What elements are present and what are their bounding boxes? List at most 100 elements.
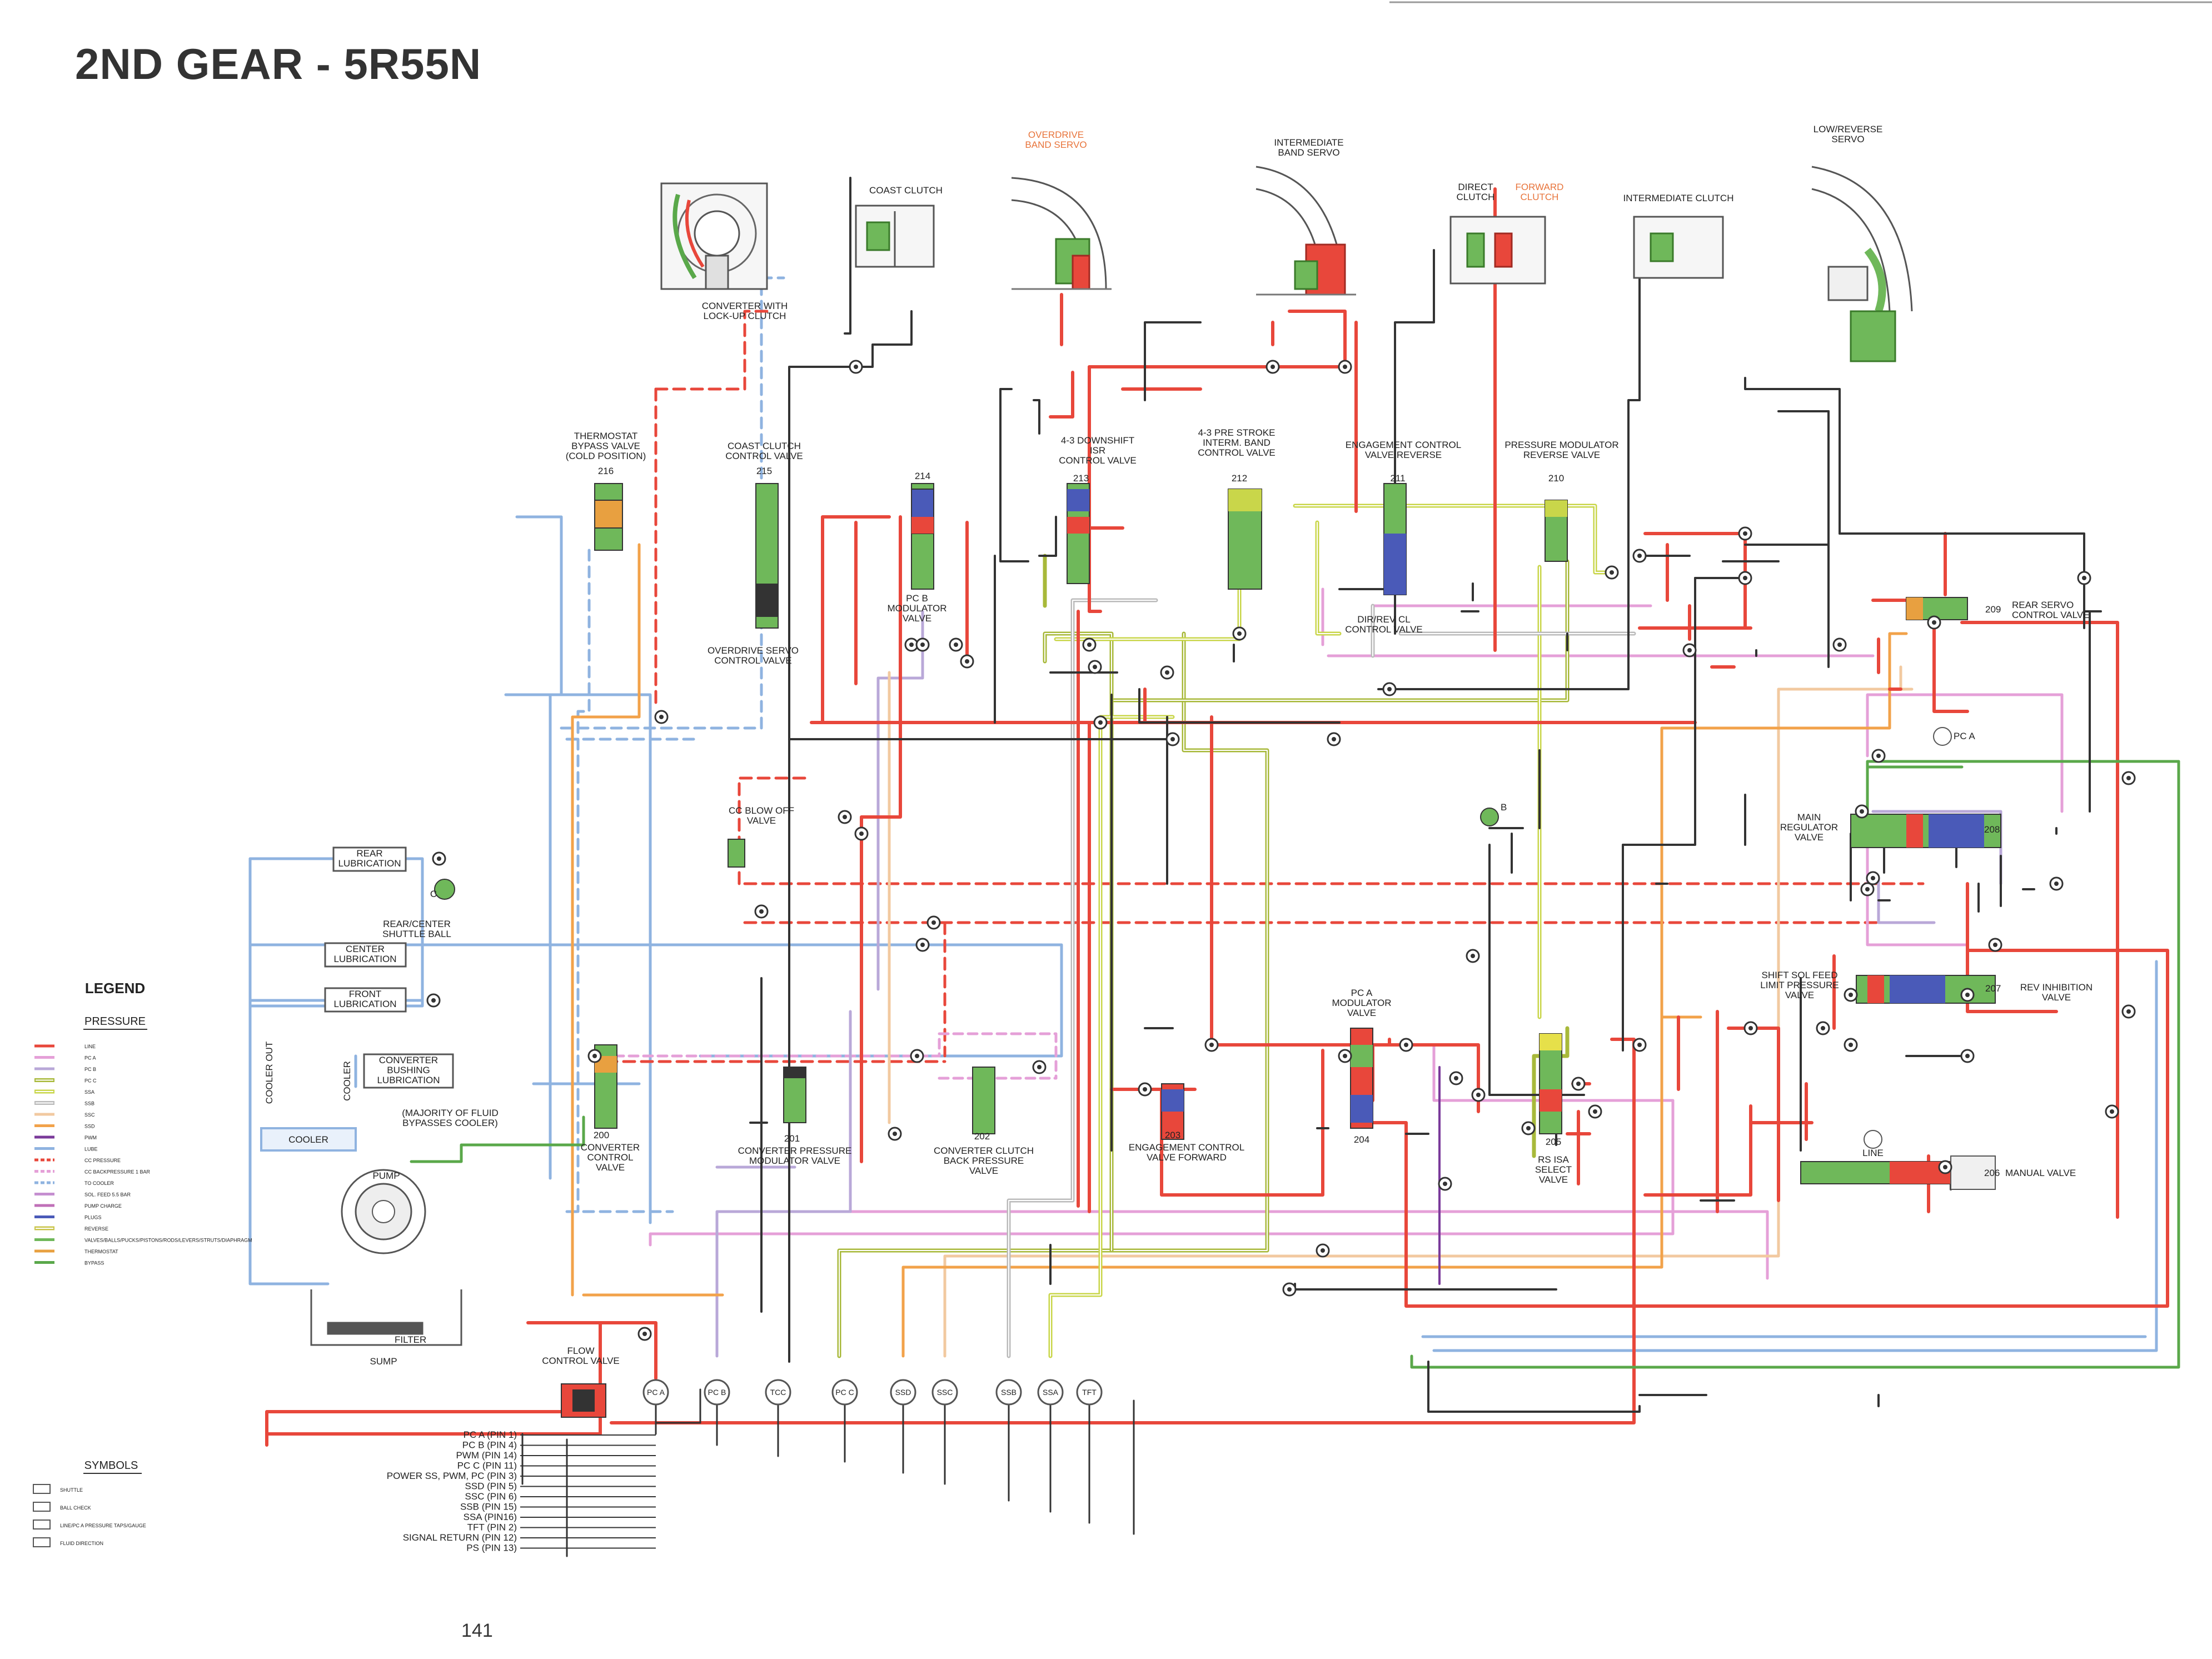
ssc-circuit bbox=[888, 665, 1914, 1358]
solenoid-ssd: SSD bbox=[890, 1379, 916, 1406]
sump bbox=[310, 1289, 462, 1346]
legend-item: SSC bbox=[34, 1112, 95, 1118]
pcb-mod-label-1: PC B bbox=[906, 593, 928, 604]
od-servo-label-1: OVERDRIVE bbox=[1028, 129, 1084, 140]
cooler-box bbox=[260, 1127, 357, 1152]
clutch-and-servo-assemblies bbox=[660, 166, 1913, 362]
junction-dot-center bbox=[854, 365, 858, 369]
tap-b-ball bbox=[1480, 808, 1499, 826]
prestroke-valve-body bbox=[1228, 489, 1262, 590]
junction-dot-center bbox=[1837, 642, 1842, 647]
page-number: 141 bbox=[461, 1620, 493, 1641]
legend-label: PLUGS bbox=[84, 1215, 102, 1220]
symbol-item: LINE/PC A PRESSURE TAPS/GAUGE bbox=[33, 1519, 146, 1530]
junction-dot-center bbox=[1343, 365, 1347, 369]
pc-a-modulator-valve-body bbox=[1350, 1028, 1373, 1129]
rear-center-shuttle-ball bbox=[434, 879, 455, 900]
converter-label-line2: LOCK-UP CLUTCH bbox=[704, 311, 786, 321]
front-lubrication-box bbox=[324, 987, 407, 1013]
junction-dot-center bbox=[1237, 631, 1242, 636]
cc-ctrl-label-2: CONTROL bbox=[587, 1152, 633, 1163]
junction-dot-center bbox=[843, 815, 847, 819]
bushing-lube-1: CONVERTER bbox=[379, 1055, 438, 1065]
prestroke-label-2: INTERM. BAND bbox=[1203, 437, 1271, 448]
junction-dot-center bbox=[1209, 1043, 1214, 1047]
intermediate-band-servo-assembly bbox=[1256, 166, 1356, 296]
solenoid-label: PC B bbox=[708, 1388, 726, 1397]
legend-item: SOL. FEED 5.5 BAR bbox=[34, 1192, 131, 1198]
legend-label: BYPASS bbox=[84, 1261, 104, 1266]
rear-lube-1: REAR bbox=[356, 848, 382, 859]
converter-pressure-mod-valve-body bbox=[783, 1067, 806, 1123]
solenoid-circle bbox=[765, 1379, 791, 1406]
legend-label: CC BACKPRESSURE 1 BAR bbox=[84, 1169, 151, 1175]
junction-dot-center bbox=[2054, 881, 2059, 886]
front-lube-2: LUBRICATION bbox=[333, 999, 396, 1009]
junction-dot-center bbox=[1526, 1126, 1531, 1130]
cc-ctrl-label-1: CONVERTER bbox=[581, 1142, 640, 1153]
solenoid-label: SSC bbox=[937, 1388, 953, 1397]
solenoid-pc-c: PC C bbox=[831, 1379, 858, 1406]
symbols-title: SYMBOLS bbox=[84, 1459, 138, 1472]
shuttle-label-1: REAR/CENTER bbox=[383, 919, 451, 929]
downshift-isr-valve-body bbox=[1067, 483, 1090, 584]
legend-label: LUBE bbox=[84, 1147, 98, 1152]
cc-back-num: 202 bbox=[974, 1131, 990, 1142]
thermostat-label-2: BYPASS VALVE bbox=[571, 441, 640, 451]
ssd-circuit bbox=[571, 543, 1908, 1358]
legend-item: VALVES/BALLS/PUCKS/PISTONS/RODS/LEVERS/S… bbox=[34, 1238, 252, 1243]
pca-mod-label-1: PC A bbox=[1351, 988, 1373, 998]
junction-dot-center bbox=[1687, 648, 1692, 652]
isr-label-1: 4-3 DOWNSHIFT bbox=[1061, 435, 1134, 446]
rear-servo-label-2: CONTROL VALVE bbox=[2012, 610, 2090, 620]
isr-label-2: ISR bbox=[1090, 445, 1105, 456]
junction-dot-center bbox=[1637, 1043, 1642, 1047]
low-rev-servo-label-2: SERVO bbox=[1831, 134, 1864, 145]
legend-title: LEGEND bbox=[85, 980, 145, 997]
symbol-label: BALL CHECK bbox=[60, 1505, 91, 1511]
junction-dot-center bbox=[1932, 620, 1936, 625]
torque-converter bbox=[660, 182, 768, 290]
flow-ctrl-label-2: CONTROL VALVE bbox=[542, 1356, 620, 1366]
junction-dot-center bbox=[920, 642, 925, 647]
forward-clutch-label-2: CLUTCH bbox=[1521, 192, 1559, 202]
manual-valve-body bbox=[1800, 1155, 1996, 1190]
cc-ctrl-num: 200 bbox=[594, 1130, 609, 1140]
legend-label: PC C bbox=[84, 1078, 97, 1084]
cp-mod-label-1: CONVERTER PRESSURE bbox=[738, 1145, 852, 1156]
symbol-item: BALL CHECK bbox=[33, 1502, 91, 1512]
bypass-label-2: BYPASSES COOLER) bbox=[402, 1118, 498, 1128]
thermostat-num: 216 bbox=[598, 466, 614, 476]
junction-dot-center bbox=[1454, 1076, 1458, 1080]
forward-clutch-label-1: FORWARD bbox=[1516, 182, 1564, 192]
rev-inh-label-2: VALVE bbox=[2042, 992, 2071, 1003]
pin-label: SSD (PIN 5) bbox=[465, 1481, 517, 1492]
junction-dot-center bbox=[1471, 954, 1475, 958]
shift-sol-num: 207 bbox=[1985, 983, 2001, 994]
converter-label-line1: CONVERTER WITH bbox=[702, 301, 788, 311]
junction-dot-center bbox=[2126, 1009, 2131, 1014]
legend-item: CC PRESSURE bbox=[34, 1158, 121, 1163]
converter-bushing-box bbox=[363, 1053, 454, 1089]
junction-dot-center bbox=[437, 856, 441, 861]
prestroke-num: 212 bbox=[1232, 473, 1247, 484]
junction-dot-center bbox=[1165, 670, 1169, 675]
cc-pressure-circuit bbox=[604, 310, 1925, 1063]
solenoid-pc-b: PC B bbox=[704, 1379, 730, 1406]
legend-label: SSD bbox=[84, 1124, 95, 1129]
connector-pins: PC A (PIN 1)PC B (PIN 4)PWM (PIN 14)PC C… bbox=[387, 1429, 656, 1553]
junction-dot-center bbox=[1821, 1026, 1825, 1030]
cc-back-label-2: BACK PRESSURE bbox=[944, 1155, 1024, 1166]
junction-dot-center bbox=[1287, 1287, 1292, 1292]
intermediate-clutch-label: INTERMEDIATE CLUTCH bbox=[1623, 193, 1734, 203]
junction-dot-center bbox=[2110, 1109, 2114, 1114]
pin-label: PC B (PIN 4) bbox=[462, 1440, 517, 1451]
junction-dot-center bbox=[1965, 1054, 1970, 1058]
eng-fwd-label-2: VALVE FORWARD bbox=[1147, 1152, 1227, 1163]
solenoid-ssc: SSC bbox=[931, 1379, 958, 1406]
junction-dot-center bbox=[1743, 531, 1747, 536]
main-reg-label-1: MAIN bbox=[1797, 812, 1821, 823]
